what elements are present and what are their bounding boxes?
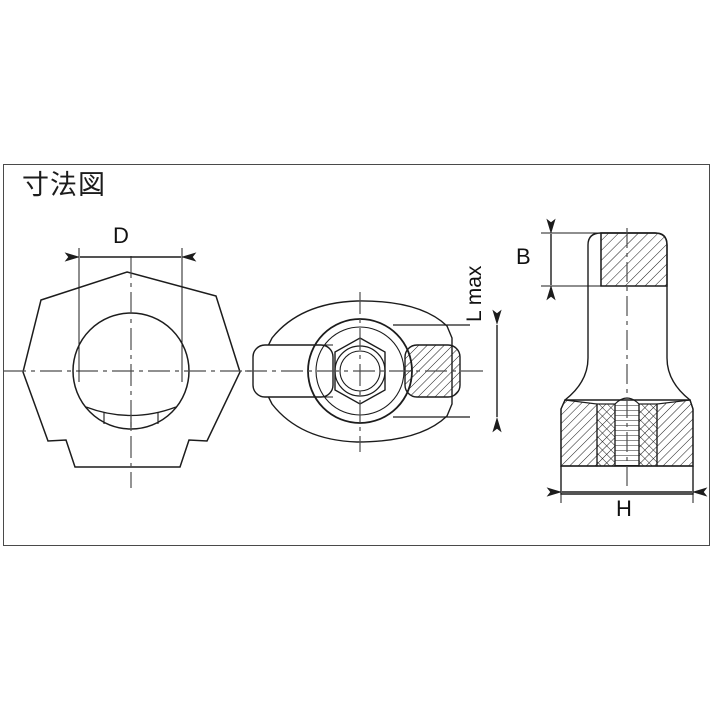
side-view-head-hatch [600,232,668,287]
top-view-outer-body [267,300,453,443]
side-view-left-bushing [596,403,616,467]
side-view-base-right-hatch [656,399,694,467]
dimension-label-B: B [516,244,531,269]
front-view-body-outline [22,271,241,468]
dimension-label-L-max: L max [463,265,486,322]
side-section-view-group [541,218,708,503]
side-view-right-bushing [638,403,658,467]
dimension-label-D: D [113,223,129,248]
top-view-group [245,292,502,452]
front-view-group [4,248,258,488]
side-view-base-left-hatch [560,399,598,467]
dimension-label-H: H [616,496,632,521]
diagram-title: 寸法図 [22,170,106,201]
